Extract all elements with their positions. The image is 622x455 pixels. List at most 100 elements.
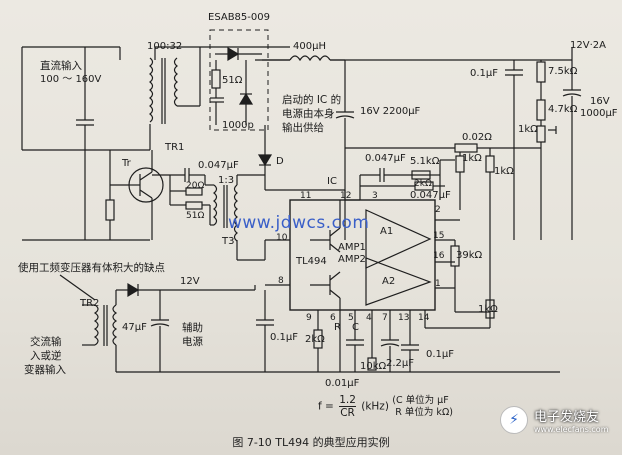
- c-0047-right-label: 0.047μF: [410, 190, 451, 201]
- pin-5: 5: [348, 313, 354, 323]
- cap-16v-label: 16V: [590, 96, 610, 107]
- input-section: [21, 47, 150, 241]
- output-label: 12V·2A: [570, 40, 606, 51]
- r-39k-label: 39kΩ: [456, 250, 483, 261]
- r-51-label: 51Ω: [222, 75, 243, 86]
- logo-mark-icon: ⚡: [500, 406, 528, 434]
- amp2-label: A2: [382, 276, 396, 287]
- pin-13: 13: [398, 313, 410, 323]
- diode-part-label: ESAB85-009: [208, 12, 270, 23]
- tr1-label: TR1: [165, 142, 185, 153]
- tr2-label: TR2: [80, 298, 100, 309]
- inductor: [262, 55, 355, 240]
- dc-input-title: 直流输入: [40, 60, 82, 72]
- c-0047-left-label: 0.047μF: [198, 160, 239, 171]
- r-51b-label: 51Ω: [186, 211, 205, 221]
- r-10k-label: 10kΩ: [360, 361, 387, 372]
- c-1000p-label: 1000p: [222, 120, 254, 131]
- pin-14: 14: [418, 313, 430, 323]
- aux-supply: [59, 274, 300, 373]
- r-pin-label: R: [334, 322, 341, 333]
- t3-label: T3: [222, 236, 235, 247]
- formula-prefix: f =: [318, 400, 334, 413]
- transformer-tr1: [115, 57, 201, 151]
- tl494-label: TL494: [296, 256, 327, 267]
- diode-d-label: D: [276, 156, 284, 167]
- pin-2: 2: [435, 205, 441, 215]
- pin-7: 7: [382, 313, 388, 323]
- pin-16: 16: [433, 251, 445, 261]
- pin-15: 15: [433, 231, 445, 241]
- formula-unit: (kHz): [361, 400, 389, 413]
- pin-6: 6: [330, 313, 336, 323]
- aux-label-2: 电源: [182, 336, 203, 348]
- startup-note-3: 输出供给: [282, 122, 324, 134]
- site-logo: ⚡ 电子发烧友 www.elecfans.com: [500, 406, 609, 434]
- aux-label-1: 辅助: [182, 322, 203, 334]
- logo-subtext: www.elecfans.com: [534, 425, 609, 434]
- drive-network: [152, 168, 210, 210]
- v12-label: 12V: [180, 276, 200, 287]
- ic-tl494: [237, 199, 436, 311]
- formula-note-c: C 单位为 μF: [395, 394, 449, 406]
- ac-input-1: 交流输: [30, 336, 62, 348]
- cap-1000uf-label: 1000μF: [580, 108, 618, 119]
- r-1k-b-label: 1kΩ: [494, 166, 514, 177]
- r-002-label: 0.02Ω: [462, 132, 492, 143]
- amp-mid2-label: AMP2: [338, 254, 366, 265]
- r-1k-pot-label: 1kΩ: [518, 124, 538, 135]
- r-2k-mid-label: 2kΩ: [414, 179, 432, 189]
- startup-note-2: 电源由本身: [282, 108, 335, 120]
- pin-4: 4: [366, 313, 372, 323]
- sense-network: [345, 143, 541, 300]
- r-51k-label: 5.1kΩ: [410, 156, 440, 167]
- r-75k-label: 7.5kΩ: [548, 66, 578, 77]
- logo-text-block: 电子发烧友 www.elecfans.com: [534, 406, 609, 434]
- ac-input-2: 入或逆: [30, 350, 62, 362]
- cap-16v-2200-label: 16V 2200μF: [360, 106, 421, 117]
- dc-input-range: 100 ～ 160V: [40, 74, 102, 85]
- cap-01-top-label: 0.1μF: [470, 68, 499, 79]
- formula-fraction: 1.2 CR: [339, 394, 356, 419]
- transformer-t3: [204, 175, 238, 260]
- r-1k-c-label: 1kΩ: [478, 304, 498, 315]
- ic-right-pins: [435, 219, 495, 328]
- pin-9: 9: [306, 313, 312, 323]
- transformer-ratio-label: 100:32: [147, 41, 183, 52]
- transistor-tr: [105, 150, 164, 240]
- r-47k-label: 4.7kΩ: [548, 104, 578, 115]
- c-22-label: 2.2μF: [386, 358, 415, 369]
- pin-11: 11: [300, 191, 312, 201]
- c-47-label: 47μF: [122, 322, 147, 333]
- logo-text: 电子发烧友: [534, 410, 600, 425]
- r-20-label: 20Ω: [186, 181, 205, 191]
- ac-input-3: 变器输入: [24, 364, 66, 376]
- startup-note-1: 启动的 IC 的: [282, 94, 342, 106]
- formula-notes: (C 单位为 μF R 单位为 kΩ): [392, 394, 453, 418]
- ic-label: IC: [327, 176, 337, 187]
- output-divider: [505, 60, 582, 240]
- t13-label: 1:3: [218, 175, 235, 186]
- formula-numerator: 1.2: [339, 394, 356, 407]
- diode-d: [237, 125, 345, 191]
- pin-12: 12: [340, 191, 352, 201]
- ic-bottom-pins: [300, 310, 560, 373]
- pin-8: 8: [278, 276, 284, 286]
- c-0047-mid-label: 0.047μF: [365, 153, 406, 164]
- compensation: [344, 159, 455, 201]
- note-lf-label: 使用工频变压器有体积大的缺点: [18, 262, 165, 274]
- formula-note-r: R 单位为 kΩ: [395, 406, 450, 418]
- watermark: www.jdwcs.com: [228, 213, 370, 233]
- c-pin-label: C: [352, 322, 359, 333]
- diode-box: [209, 29, 269, 131]
- pin-3: 3: [372, 191, 378, 201]
- amp-mid1-label: AMP1: [338, 242, 366, 253]
- inductor-label: 400μH: [293, 41, 326, 52]
- pin-10: 10: [276, 233, 288, 243]
- figure-caption: 图 7-10 TL494 的典型应用实例: [232, 436, 390, 449]
- frequency-formula: f = 1.2 CR (kHz) (C 单位为 μF R 单位为 kΩ): [318, 394, 453, 419]
- pin-1: 1: [435, 279, 441, 289]
- top-rail: [22, 46, 573, 61]
- formula-denominator: CR: [340, 407, 355, 419]
